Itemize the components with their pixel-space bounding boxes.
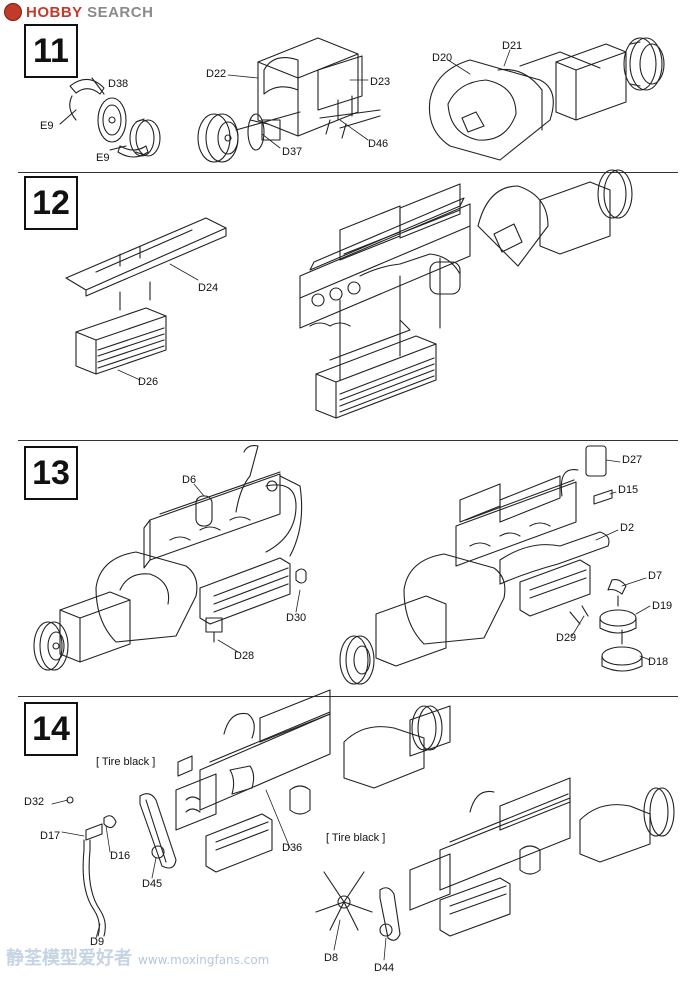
- hobbysearch-logo-icon: [4, 3, 22, 21]
- part-label: D21: [502, 40, 523, 52]
- step-11-hub-assembly: [60, 78, 160, 157]
- tire-black-note: [ Tire black ]: [326, 832, 386, 844]
- part-label: E9: [40, 120, 54, 132]
- step-13-left-engine: [34, 446, 306, 670]
- part-label: D30: [286, 612, 307, 624]
- part-label: D46: [368, 138, 389, 150]
- part-label: D2: [620, 522, 635, 534]
- part-label: D22: [206, 68, 227, 80]
- part-label: D19: [652, 600, 673, 612]
- part-label: D15: [618, 484, 639, 496]
- step-12-number: 12: [24, 176, 78, 230]
- hobbysearch-watermark: HOBBY SEARCH: [4, 2, 153, 22]
- watermark-title: 静荃模型爱好者: [6, 948, 132, 969]
- step-14-lower-engine: [316, 778, 674, 940]
- part-label: D44: [374, 962, 395, 974]
- part-label: D8: [324, 952, 339, 964]
- step-12-pan-and-tray: [66, 218, 226, 374]
- part-label: D9: [90, 936, 105, 948]
- step-14-upper-engine: [67, 690, 450, 936]
- step-11-number: 11: [24, 24, 78, 78]
- step-12-engine-block: [300, 170, 632, 418]
- part-label: D23: [370, 76, 391, 88]
- part-label: D29: [556, 632, 577, 644]
- part-label: D16: [110, 850, 131, 862]
- part-label: D28: [234, 650, 255, 662]
- part-label: D36: [282, 842, 303, 854]
- step-11-housing-assembly: [429, 38, 664, 160]
- section-divider: [18, 440, 678, 441]
- part-label: D32: [24, 796, 45, 808]
- part-label: D38: [108, 78, 129, 90]
- step-11-wheel-and-frame: [198, 38, 380, 162]
- step-13-number: 13: [24, 446, 78, 500]
- step-14-number: 14: [24, 702, 78, 756]
- section-divider: [18, 696, 678, 697]
- part-label: D17: [40, 830, 61, 842]
- section-divider: [18, 172, 678, 173]
- part-label: D37: [282, 146, 303, 158]
- watermark-brand-b: SEARCH: [82, 3, 154, 21]
- part-label: D18: [648, 656, 669, 668]
- watermark-brand-a: HOBBY: [26, 3, 83, 21]
- part-label: D20: [432, 52, 453, 64]
- part-label: D6: [182, 474, 197, 486]
- step-13-right-engine: [340, 446, 642, 684]
- part-label: D7: [648, 570, 663, 582]
- moxingfans-watermark: 静荃模型爱好者 www.moxingfans.com: [6, 944, 269, 970]
- leader-lines: [52, 50, 650, 960]
- watermark-url: www.moxingfans.com: [138, 953, 270, 967]
- part-label: D45: [142, 878, 163, 890]
- part-label: D26: [138, 376, 159, 388]
- part-label: E9: [96, 152, 110, 164]
- tire-black-note: [ Tire black ]: [96, 756, 156, 768]
- part-label: D27: [622, 454, 643, 466]
- part-label: D24: [198, 282, 219, 294]
